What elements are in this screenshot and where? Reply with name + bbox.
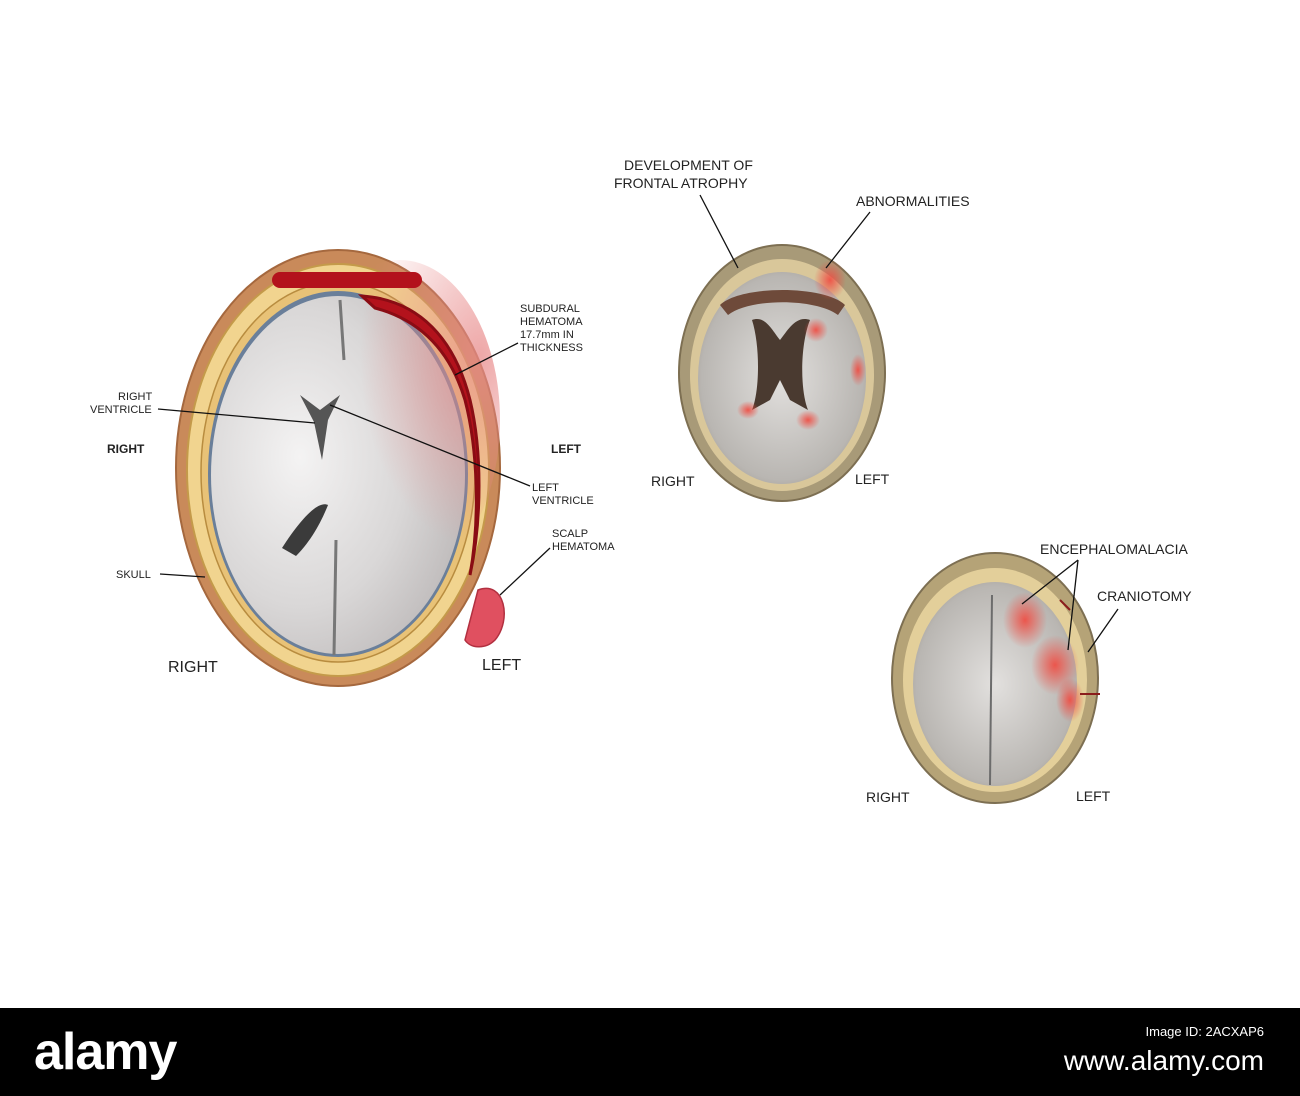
skull-leader bbox=[159, 573, 206, 578]
mri-b-abnormal-5 bbox=[850, 354, 866, 386]
subdural-hematoma-crescent bbox=[357, 294, 481, 576]
frontal-hematoma bbox=[272, 272, 422, 288]
mri-c-midline bbox=[989, 594, 993, 786]
subdural-hematoma-label: SUBDURAL HEMATOMA 17.7mm IN THICKNESS bbox=[520, 303, 585, 354]
bottom-left-label: LEFT bbox=[482, 657, 521, 674]
subdural-leader bbox=[454, 342, 519, 376]
figure-b-labels: DEVELOPMENT OF FRONTAL ATROPHY ABNORMALI… bbox=[614, 157, 970, 489]
figure-c-mri-scan bbox=[891, 552, 1100, 804]
occipital-ventricle-shape bbox=[282, 504, 328, 556]
image-info: Image ID: 2ACXAP6 www.alamy.com bbox=[1064, 1024, 1264, 1077]
mri-b-ventricles bbox=[752, 319, 810, 410]
figure-a-head-cross-section bbox=[175, 249, 505, 687]
right-ventricle-leader bbox=[157, 408, 316, 424]
figure-c-labels: ENCEPHALOMALACIA CRANIOTOMY RIGHT LEFT bbox=[866, 541, 1192, 805]
mri-b-abnormal-4 bbox=[796, 410, 820, 430]
mri-b-abnormal-2 bbox=[804, 318, 828, 342]
mri-c-right-label: RIGHT bbox=[866, 789, 910, 805]
watermark-footer-bar: alamy Image ID: 2ACXAP6 www.alamy.com bbox=[0, 1008, 1300, 1096]
figure-a-labels: SUBDURAL HEMATOMA 17.7mm IN THICKNESS RI… bbox=[90, 303, 615, 676]
right-ventricle-shape bbox=[300, 395, 340, 460]
right-ventricle-label: RIGHT VENTRICLE bbox=[90, 391, 155, 416]
side-right-label: RIGHT bbox=[107, 442, 145, 456]
encephalomalacia-leader-2 bbox=[1067, 559, 1079, 651]
craniotomy-leader bbox=[1087, 608, 1119, 653]
mri-c-left-label: LEFT bbox=[1076, 788, 1111, 804]
mri-b-frontal-gap bbox=[720, 290, 845, 315]
side-left-label: LEFT bbox=[551, 442, 582, 456]
left-ventricle-leader bbox=[329, 404, 531, 487]
figure-b-mri-scan bbox=[678, 244, 886, 502]
site-url-text: www.alamy.com bbox=[1063, 1045, 1264, 1076]
mri-c-encephalomalacia-3 bbox=[1056, 678, 1084, 722]
mri-b-right-label: RIGHT bbox=[651, 473, 695, 489]
mri-b-abnormal-3 bbox=[737, 401, 759, 419]
abnormalities-label: ABNORMALITIES bbox=[856, 193, 970, 209]
craniotomy-label: CRANIOTOMY bbox=[1097, 588, 1192, 604]
mri-c-craniotomy-cut-1 bbox=[1059, 599, 1071, 611]
pressure-tint bbox=[300, 260, 500, 580]
scalp-hematoma-leader bbox=[499, 547, 551, 596]
frontal-atrophy-leader bbox=[699, 194, 739, 269]
midline-fissure bbox=[332, 299, 346, 656]
image-id-text: Image ID: 2ACXAP6 bbox=[1145, 1024, 1265, 1039]
illustration-canvas: SUBDURAL HEMATOMA 17.7mm IN THICKNESS RI… bbox=[90, 157, 1192, 805]
bottom-right-label: RIGHT bbox=[168, 659, 218, 676]
mri-b-abnormal-1 bbox=[814, 260, 846, 300]
encephalomalacia-label: ENCEPHALOMALACIA bbox=[1040, 541, 1188, 557]
left-ventricle-label: LEFT VENTRICLE bbox=[532, 482, 594, 507]
abnormalities-leader bbox=[825, 211, 871, 269]
encephalomalacia-leader-1 bbox=[1021, 559, 1079, 605]
scalp-hematoma-label: SCALP HEMATOMA bbox=[552, 528, 615, 553]
medical-illustration: SUBDURAL HEMATOMA 17.7mm IN THICKNESS RI… bbox=[90, 157, 1192, 805]
frontal-atrophy-label: DEVELOPMENT OF FRONTAL ATROPHY bbox=[614, 157, 757, 191]
skull-label: SKULL bbox=[116, 569, 151, 581]
mri-b-left-label: LEFT bbox=[855, 471, 890, 487]
scalp-hematoma-shape bbox=[464, 587, 505, 648]
alamy-logo: alamy bbox=[34, 1023, 177, 1081]
mri-c-encephalomalacia-1 bbox=[1003, 592, 1047, 648]
